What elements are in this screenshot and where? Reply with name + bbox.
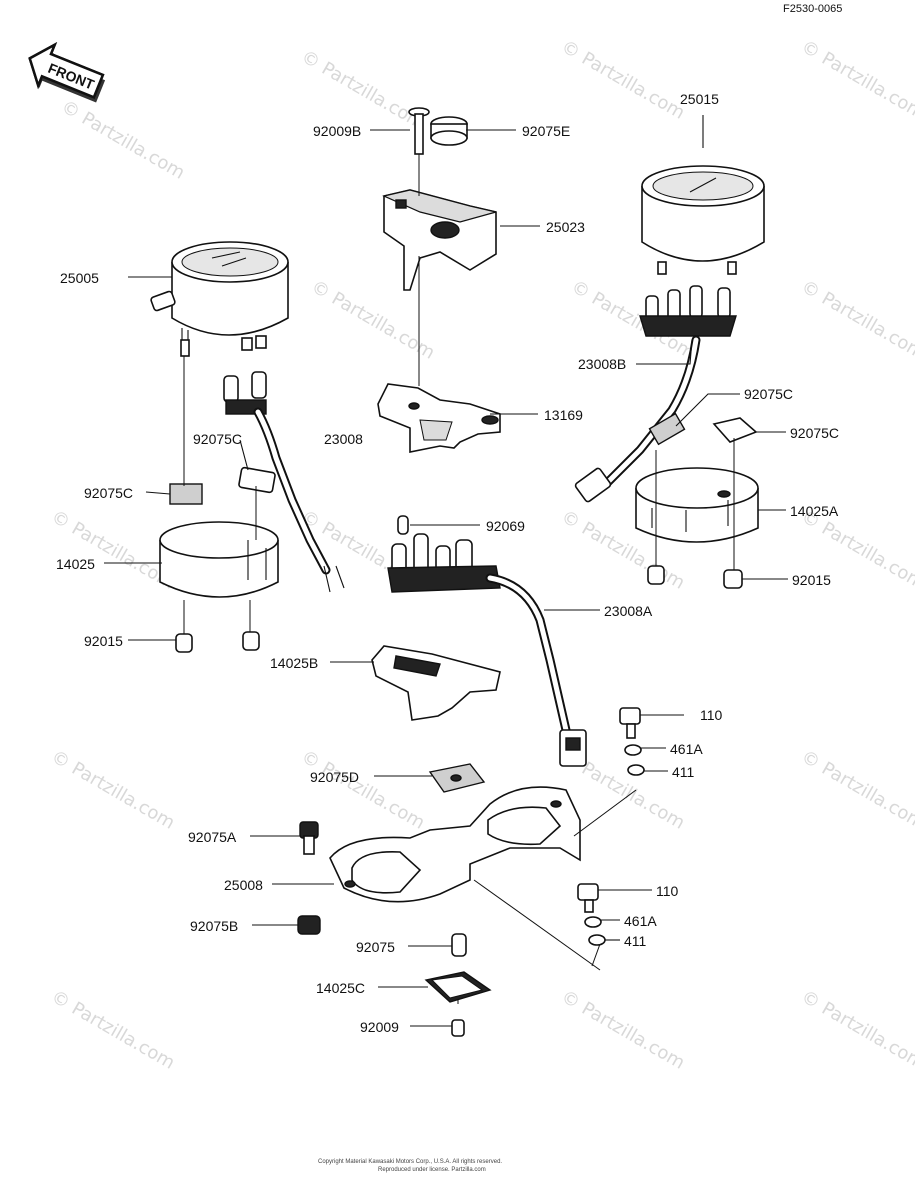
watermark: © Partzilla.com xyxy=(48,746,179,834)
cup-14025 xyxy=(159,521,279,598)
label-92075C: 92075C xyxy=(193,431,242,447)
label-92009: 92009 xyxy=(360,1019,399,1035)
watermark: © Partzilla.com xyxy=(58,96,189,184)
nut-92015 xyxy=(175,631,260,653)
label-92075: 92075 xyxy=(356,939,395,955)
label-92015: 92015 xyxy=(792,572,831,588)
washer-411 xyxy=(627,764,645,776)
label-13169: 13169 xyxy=(544,407,583,423)
label-23008: 23008 xyxy=(324,431,363,447)
leader-lines xyxy=(104,129,788,1027)
watermark: © Partzilla.com xyxy=(48,506,179,594)
wire-harness-right xyxy=(574,285,737,503)
label-14025B: 14025B xyxy=(270,655,318,671)
washer-461A xyxy=(624,744,642,756)
label-92075C: 92075C xyxy=(790,425,839,441)
screw-92009 xyxy=(451,1019,465,1037)
rubber-92075C xyxy=(238,466,276,494)
label-92075E: 92075E xyxy=(522,123,570,139)
label-14025C: 14025C xyxy=(316,980,365,996)
rubber-92075C xyxy=(648,412,686,446)
washer-461A xyxy=(584,916,602,928)
meter-25005 xyxy=(150,241,289,357)
wire-harness-23008A xyxy=(387,533,587,767)
grommet-92075A xyxy=(299,821,319,855)
label-92075D: 92075D xyxy=(310,769,359,785)
label-14025: 14025 xyxy=(56,556,95,572)
label-92075A: 92075A xyxy=(188,829,237,845)
diagram-code: F2530-0065 xyxy=(783,3,842,15)
pad-92075D xyxy=(428,763,486,793)
watermark: © Partzilla.com xyxy=(798,36,915,124)
label-110: 110 xyxy=(700,707,723,723)
label-92015: 92015 xyxy=(84,633,123,649)
label-92009B: 92009B xyxy=(313,123,361,139)
label-25008: 25008 xyxy=(224,877,263,893)
cover-25023 xyxy=(382,189,497,291)
watermark: © Partzilla.com xyxy=(48,986,179,1074)
label-92075C: 92075C xyxy=(84,485,133,501)
label-92075B: 92075B xyxy=(190,918,238,934)
label-14025A: 14025A xyxy=(790,503,839,519)
meter-25015 xyxy=(641,165,765,275)
label-411: 411 xyxy=(672,764,695,780)
cup-14025A xyxy=(635,467,759,543)
plate-25008 xyxy=(329,786,581,903)
label-23008B: 23008B xyxy=(578,356,626,372)
label-411: 411 xyxy=(624,933,647,949)
bolt-110 xyxy=(577,883,599,913)
label-461A: 461A xyxy=(624,913,657,929)
label-92075C: 92075C xyxy=(744,386,793,402)
bulb-92069 xyxy=(397,515,409,535)
watermark: © Partzilla.com xyxy=(798,986,915,1074)
label-25023: 25023 xyxy=(546,219,585,235)
footer-copyright: Copyright Material Kawasaki Motors Corp.… xyxy=(318,1159,502,1165)
rubber-92075C xyxy=(169,483,203,505)
watermark: © Partzilla.com xyxy=(798,276,915,364)
watermark: © Partzilla.com xyxy=(558,986,689,1074)
label-461A: 461A xyxy=(670,741,703,757)
bolt-110 xyxy=(619,707,641,739)
label-92069: 92069 xyxy=(486,518,525,534)
footer-license: Reproduced under license. Partzilla.com xyxy=(378,1167,486,1173)
nut-92075B xyxy=(297,915,321,935)
screw-92009B xyxy=(408,107,430,155)
label-110: 110 xyxy=(656,883,679,899)
label-25005: 25005 xyxy=(60,270,99,286)
label-23008A: 23008A xyxy=(604,603,653,619)
watermark: © Partzilla.com xyxy=(558,36,689,124)
part-labels: 25005 92009B 92075E 25015 25023 23008B 9… xyxy=(56,91,839,1035)
watermark: © Partzilla.com xyxy=(298,46,429,134)
pad-14025C xyxy=(424,971,492,1003)
watermark: © Partzilla.com xyxy=(798,746,915,834)
bracket-13169 xyxy=(377,383,501,453)
grommet-92075E xyxy=(430,116,468,146)
collar-92075 xyxy=(451,933,467,957)
rubber-92075C xyxy=(712,417,758,443)
watermark: © Partzilla.com xyxy=(298,746,429,834)
wire-harness-left xyxy=(223,371,345,593)
washer-411 xyxy=(588,934,606,946)
label-25015: 25015 xyxy=(680,91,719,107)
bracket-14025B xyxy=(371,645,501,721)
